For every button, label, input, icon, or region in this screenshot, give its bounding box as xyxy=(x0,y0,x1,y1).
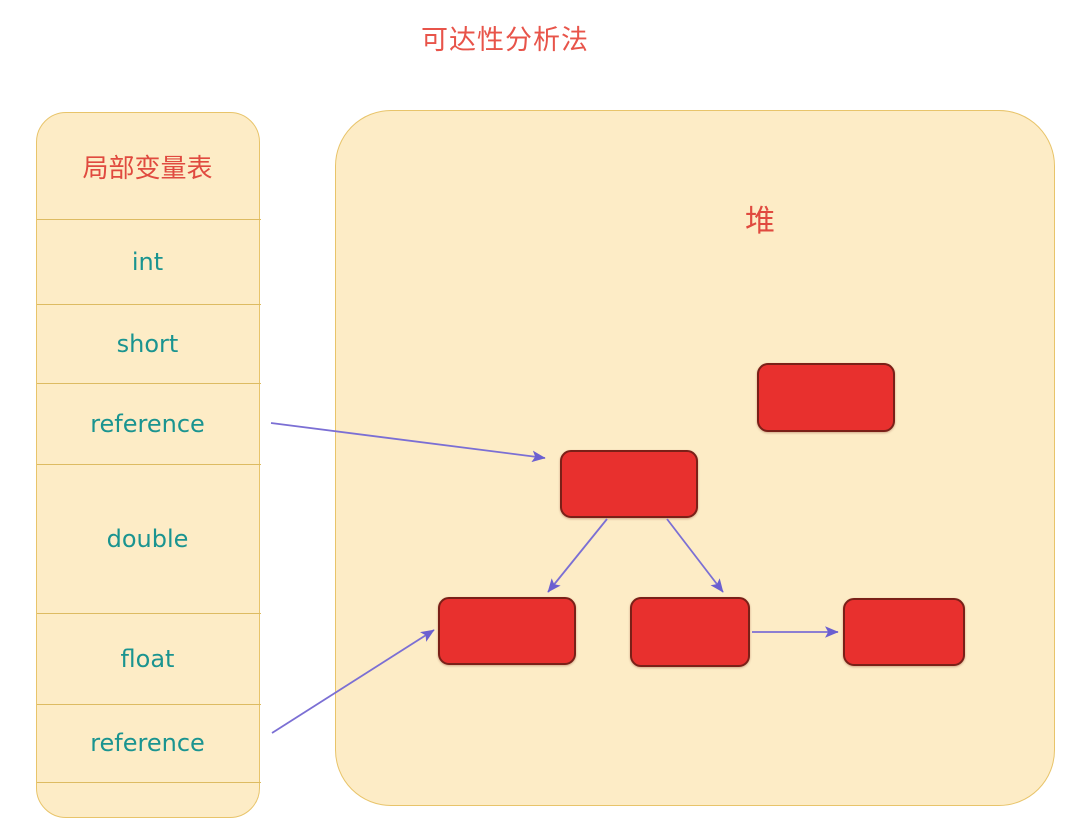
heap-label: 堆 xyxy=(745,204,775,239)
stack-row-label: 局部变量表 xyxy=(82,153,213,184)
stack-row-divider-5 xyxy=(37,704,261,705)
stack-row-empty xyxy=(36,782,260,819)
stack-row-divider-6 xyxy=(37,782,261,783)
stack-row-label: short xyxy=(116,329,179,358)
heap-object-e xyxy=(843,598,965,666)
page-title: 可达性分析法 xyxy=(421,25,589,56)
stack-row-divider-3 xyxy=(37,464,261,465)
stack-row-label: float xyxy=(120,644,175,673)
stack-row-label: int xyxy=(131,247,164,276)
stack-row-divider-0 xyxy=(37,219,261,220)
stack-row-int: int xyxy=(36,219,260,304)
stack-row-reference: reference xyxy=(36,704,260,782)
stack-row-float: float xyxy=(36,613,260,704)
stack-row-short: short xyxy=(36,304,260,383)
stack-row-divider-4 xyxy=(37,613,261,614)
stack-row-double: double xyxy=(36,464,260,613)
stack-row-reference: reference xyxy=(36,383,260,464)
heap-object-b xyxy=(560,450,698,518)
stack-row-divider-1 xyxy=(37,304,261,305)
heap-object-a xyxy=(757,363,895,432)
stack-row-divider-2 xyxy=(37,383,261,384)
heap-object-d xyxy=(630,597,750,667)
local-variable-table-panel: 局部变量表 int short reference double float referen… xyxy=(36,112,261,819)
stack-row-局部变量表: 局部变量表 xyxy=(36,113,260,219)
stack-row-label: double xyxy=(106,524,189,553)
heap-object-c xyxy=(438,597,576,665)
stack-row-label: reference xyxy=(90,729,205,757)
stack-row-label: reference xyxy=(90,409,205,438)
